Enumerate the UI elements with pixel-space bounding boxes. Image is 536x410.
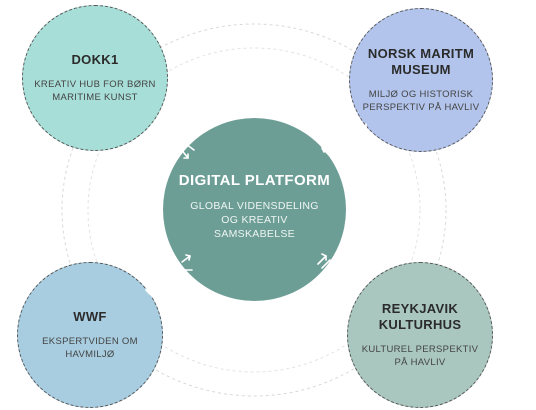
wwf-node: WWF EKSPERTVIDEN OM HAVMILJØ bbox=[17, 262, 163, 408]
reykjavik-kulturhus-node: REYKJAVIK KULTURHUS KULTUREL PERSPEKTIV … bbox=[347, 262, 493, 408]
bidirectional-arrow-icon bbox=[321, 121, 367, 157]
norsk-maritm-museum-node: NORSK MARITM MUSEUM MILJØ OG HISTORISK P… bbox=[349, 8, 493, 152]
outer-ring bbox=[61, 23, 447, 397]
dokk1-description: KREATIV HUB FOR BØRN MARITIME KUNST bbox=[34, 79, 156, 103]
hub-title: DIGITAL PLATFORM bbox=[178, 172, 331, 189]
museum-title: NORSK MARITM MUSEUM bbox=[367, 46, 475, 77]
bidirectional-arrow-icon bbox=[155, 117, 195, 159]
kulturhus-description: KULTUREL PERSPEKTIV PÅ HAVLIV bbox=[361, 344, 479, 368]
kulturhus-title: REYKJAVIK KULTURHUS bbox=[378, 301, 462, 332]
hub-description: GLOBAL VIDENSDELING OG KREATIV SAMSKABEL… bbox=[190, 200, 319, 240]
digital-platform-hub: DIGITAL PLATFORM GLOBAL VIDENSDELING OG … bbox=[163, 118, 346, 301]
inner-ring bbox=[87, 47, 421, 373]
museum-description: MILJØ OG HISTORISK PERSPEKTIV PÅ HAVLIV bbox=[362, 89, 480, 113]
dokk1-title: DOKK1 bbox=[71, 52, 119, 67]
bidirectional-arrow-icon bbox=[317, 253, 331, 269]
wwf-description: EKSPERTVIDEN OM HAVMILJØ bbox=[42, 336, 138, 360]
wwf-title: WWF bbox=[73, 309, 107, 324]
dokk1-node: DOKK1 KREATIV HUB FOR BØRN MARITIME KUNS… bbox=[22, 5, 168, 151]
bidirectional-arrow-icon bbox=[145, 254, 193, 297]
